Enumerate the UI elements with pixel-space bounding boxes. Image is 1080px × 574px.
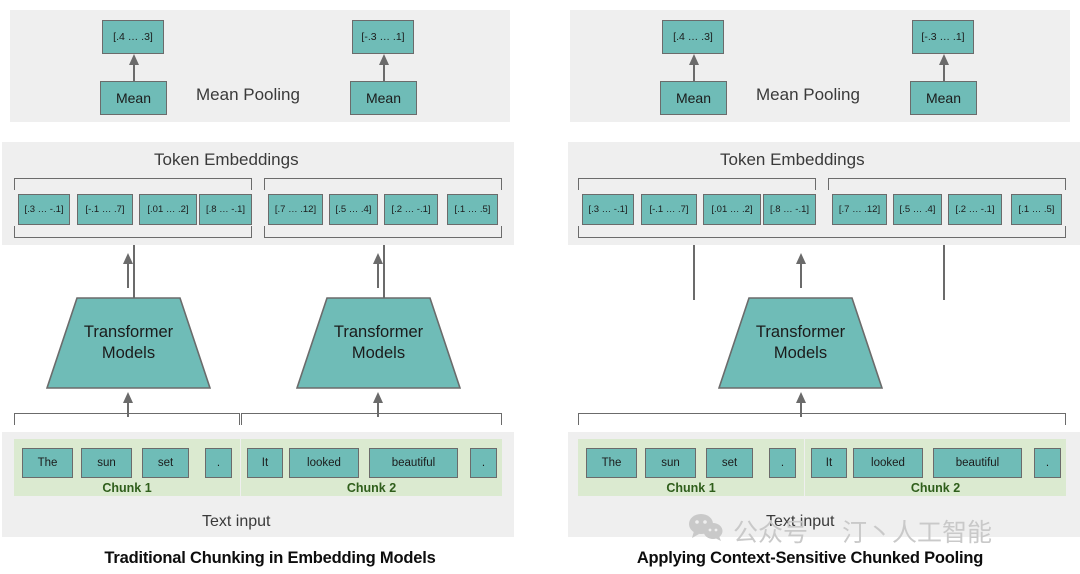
transformer-model: Transformer Models xyxy=(718,297,883,389)
bracket-bottom-token-full xyxy=(578,226,1066,238)
word-token-box: sun xyxy=(81,448,132,478)
output-vector-chunk1: [.4 … .3] xyxy=(102,20,164,54)
token-embeddings-caption: Token Embeddings xyxy=(154,150,299,169)
figure-title-context-sensitive: Applying Context-Sensitive Chunked Pooli… xyxy=(636,549,984,567)
figure-traditional-chunking: Mean Pooling [.4 … .3] [-.3 … .1] Mean M… xyxy=(2,10,514,567)
token-embedding-box: [.01 … .2] xyxy=(703,194,761,225)
bracket-top-token-chunk2 xyxy=(264,178,502,190)
token-embedding-box: [.3 … -.1] xyxy=(18,194,70,225)
arrow-mean-to-vector-chunk1 xyxy=(688,54,700,81)
token-embedding-box: [.8 … -.1] xyxy=(763,194,816,225)
mean-pooling-caption: Mean Pooling xyxy=(756,85,860,104)
word-token-box: set xyxy=(142,448,189,478)
bracket-top-token-chunk2 xyxy=(828,178,1066,190)
arrow-text-to-transformer xyxy=(795,392,807,417)
word-token-box: looked xyxy=(853,448,923,478)
bracket-words-full xyxy=(578,413,1066,425)
token-embedding-box: [.1 … .5] xyxy=(1011,194,1062,225)
word-token-box: It xyxy=(811,448,847,478)
bracket-words-chunk2 xyxy=(241,413,502,425)
mean-pooling-caption: Mean Pooling xyxy=(196,85,300,104)
mean-pooling-band xyxy=(570,10,1070,122)
output-vector-chunk2: [-.3 … .1] xyxy=(352,20,414,54)
text-input-caption: Text input xyxy=(766,513,835,530)
arrow-mean-to-vector-chunk2 xyxy=(378,54,390,81)
text-input-caption: Text input xyxy=(202,513,271,530)
word-token-box: sun xyxy=(645,448,696,478)
token-embedding-box: [.3 … -.1] xyxy=(582,194,634,225)
token-embeddings-band xyxy=(568,142,1080,245)
chunk1-label: Chunk 1 xyxy=(102,481,152,495)
bracket-bottom-token-chunk2 xyxy=(264,226,502,238)
figure-title-traditional: Traditional Chunking in Embedding Models xyxy=(104,549,436,567)
token-embedding-box: [.8 … -.1] xyxy=(199,194,252,225)
arrow-transformer-to-tokens xyxy=(795,253,807,288)
chunk1-label: Chunk 1 xyxy=(666,481,716,495)
word-token-box: set xyxy=(706,448,753,478)
word-token-box: The xyxy=(586,448,637,478)
arrow-transformer-to-tokens-chunk2 xyxy=(372,253,384,288)
arrow-mean-to-vector-chunk2 xyxy=(938,54,950,81)
token-embedding-box: [.5 … .4] xyxy=(329,194,378,225)
word-token-box: beautiful xyxy=(369,448,458,478)
bracket-words-chunk1 xyxy=(14,413,240,425)
word-token-box: . xyxy=(769,448,796,478)
word-token-box: looked xyxy=(289,448,359,478)
token-embedding-box: [.7 … .12] xyxy=(832,194,887,225)
mean-box-chunk2: Mean xyxy=(350,81,417,115)
mean-pooling-band xyxy=(10,10,510,122)
token-embedding-box: [.2 … -.1] xyxy=(384,194,438,225)
token-embeddings-band xyxy=(2,142,514,245)
bracket-bottom-token-chunk1 xyxy=(14,226,252,238)
token-embeddings-caption: Token Embeddings xyxy=(720,150,865,169)
word-token-box: The xyxy=(22,448,73,478)
token-embedding-box: [.7 … .12] xyxy=(268,194,323,225)
figure-context-sensitive-pooling: Mean Pooling [.4 … .3] [-.3 … .1] Mean M… xyxy=(540,0,1080,574)
token-embedding-box: [.5 … .4] xyxy=(893,194,942,225)
token-embedding-box: [-.1 … .7] xyxy=(77,194,133,225)
mean-box-chunk1: Mean xyxy=(100,81,167,115)
arrow-text-to-transformer-chunk1 xyxy=(122,392,134,417)
token-embedding-box: [.1 … .5] xyxy=(447,194,498,225)
token-embedding-box: [.2 … -.1] xyxy=(948,194,1002,225)
transformer-model-chunk2: Transformer Models xyxy=(296,297,461,389)
output-vector-chunk2: [-.3 … .1] xyxy=(912,20,974,54)
token-embedding-box: [-.1 … .7] xyxy=(641,194,697,225)
bracket-top-token-chunk1 xyxy=(578,178,816,190)
word-token-box: . xyxy=(1034,448,1061,478)
word-token-box: It xyxy=(247,448,283,478)
mean-box-chunk2: Mean xyxy=(910,81,977,115)
arrow-mean-to-vector-chunk1 xyxy=(128,54,140,81)
chunk2-label: Chunk 2 xyxy=(910,481,961,495)
bracket-top-token-chunk1 xyxy=(14,178,252,190)
arrow-transformer-to-tokens-chunk1 xyxy=(122,253,134,288)
word-token-box: . xyxy=(470,448,497,478)
mean-box-chunk1: Mean xyxy=(660,81,727,115)
word-token-box: . xyxy=(205,448,232,478)
token-embedding-box: [.01 … .2] xyxy=(139,194,197,225)
transformer-model-chunk1: Transformer Models xyxy=(46,297,211,389)
arrow-text-to-transformer-chunk2 xyxy=(372,392,384,417)
output-vector-chunk1: [.4 … .3] xyxy=(662,20,724,54)
word-token-box: beautiful xyxy=(933,448,1022,478)
chunk2-label: Chunk 2 xyxy=(346,481,397,495)
